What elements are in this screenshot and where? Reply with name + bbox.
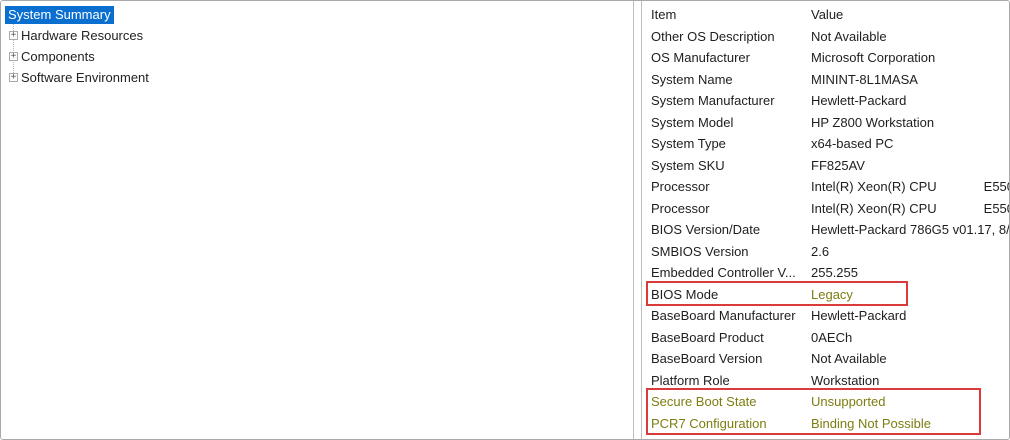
table-row-system-type[interactable]: System Type x64-based PC [642, 133, 1009, 155]
column-header-value: Value [811, 7, 844, 23]
tree-item-system-summary[interactable]: System Summary [1, 4, 633, 25]
table-row-baseboard-manufacturer[interactable]: BaseBoard Manufacturer Hewlett-Packard [642, 305, 1009, 327]
item-cell: PCR7 Configuration [651, 415, 767, 431]
value-cell: Unsupported [811, 394, 886, 410]
item-cell: Embedded Controller V... [651, 265, 796, 281]
tree-item-components[interactable]: + Components [1, 46, 633, 67]
value-cell: HP Z800 Workstation [811, 114, 935, 130]
value-cell: Legacy [811, 286, 853, 302]
item-cell: System Manufacturer [651, 93, 775, 109]
item-cell: BaseBoard Product [651, 329, 764, 345]
item-cell: BaseBoard Manufacturer [651, 308, 796, 324]
plus-glyph: + [10, 30, 17, 40]
tree-item-label: Software Environment [21, 70, 149, 85]
expand-plus-icon[interactable]: + [9, 31, 18, 40]
table-row-system-model[interactable]: System Model HP Z800 Workstation [642, 112, 1009, 134]
column-header-item: Item [651, 7, 677, 23]
table-row-bios-version-date[interactable]: BIOS Version/Date Hewlett-Packard 786G5 … [642, 219, 1009, 241]
table-row-baseboard-product[interactable]: BaseBoard Product 0AECh [642, 327, 1009, 349]
table-row-baseboard-version[interactable]: BaseBoard Version Not Available [642, 348, 1009, 370]
tree-connector-line [13, 17, 14, 79]
item-cell: Processor [651, 179, 710, 195]
value-cell: x64-based PC [811, 136, 894, 152]
table-row-smbios-version[interactable]: SMBIOS Version 2.6 [642, 241, 1009, 263]
item-cell: OS Manufacturer [651, 50, 750, 66]
value-cell: Intel(R) Xeon(R) CPU E5506 [811, 200, 1009, 216]
table-row-system-name[interactable]: System Name MININT-8L1MASA [642, 69, 1009, 91]
item-cell: Platform Role [651, 372, 730, 388]
value-cell: 0AECh [811, 329, 853, 345]
table-row-system-sku[interactable]: System SKU FF825AV [642, 155, 1009, 177]
category-tree-pane: System Summary + Hardware Resources + Co… [1, 1, 634, 439]
table-row-processor-1[interactable]: Processor Intel(R) Xeon(R) CPU E5506 [642, 176, 1009, 198]
tree-item-hardware-resources[interactable]: + Hardware Resources [1, 25, 633, 46]
value-cell: Intel(R) Xeon(R) CPU E5506 [811, 179, 1009, 195]
value-cell: 255.255 [811, 265, 858, 281]
item-cell: BIOS Version/Date [651, 222, 761, 238]
value-cell: Workstation [811, 372, 880, 388]
value-cell: MININT-8L1MASA [811, 71, 918, 87]
item-cell: System Name [651, 71, 733, 87]
item-cell: SMBIOS Version [651, 243, 749, 259]
tree-item-label: Hardware Resources [21, 28, 144, 43]
value-cell: Hewlett-Packard [811, 308, 907, 324]
plus-glyph: + [10, 72, 17, 82]
value-cell: FF825AV [811, 157, 865, 173]
table-row-processor-2[interactable]: Processor Intel(R) Xeon(R) CPU E5506 [642, 198, 1009, 220]
expand-plus-icon[interactable]: + [9, 73, 18, 82]
table-header-row: Item Value [642, 4, 1009, 26]
value-cell: Microsoft Corporation [811, 50, 936, 66]
details-pane: Item Value Other OS Description Not Avai… [641, 1, 1009, 439]
pane-splitter[interactable] [634, 1, 641, 439]
item-cell: BIOS Mode [651, 286, 719, 302]
table-row-secure-boot-state[interactable]: Secure Boot State Unsupported [642, 391, 1009, 413]
item-cell: Processor [651, 200, 710, 216]
table-row-other-os-description[interactable]: Other OS Description Not Available [642, 26, 1009, 48]
value-cell: Hewlett-Packard [811, 93, 907, 109]
table-row-platform-role[interactable]: Platform Role Workstation [642, 370, 1009, 392]
tree-item-software-environment[interactable]: + Software Environment [1, 67, 633, 88]
item-cell: System SKU [651, 157, 725, 173]
tree-item-label: System Summary [5, 5, 114, 24]
expand-plus-icon[interactable]: + [9, 52, 18, 61]
tree-item-label: Components [21, 49, 95, 64]
item-cell: Secure Boot State [651, 394, 757, 410]
item-cell: System Model [651, 114, 734, 130]
table-row-pcr7-configuration[interactable]: PCR7 Configuration Binding Not Possible [642, 413, 1009, 435]
table-row-os-manufacturer[interactable]: OS Manufacturer Microsoft Corporation [642, 47, 1009, 69]
category-tree: System Summary + Hardware Resources + Co… [1, 1, 633, 88]
item-cell: System Type [651, 136, 726, 152]
table-row-system-manufacturer[interactable]: System Manufacturer Hewlett-Packard [642, 90, 1009, 112]
value-cell: Hewlett-Packard 786G5 v01.17, 8/ [811, 222, 1009, 238]
plus-glyph: + [10, 51, 17, 61]
value-cell: 2.6 [811, 243, 830, 259]
table-row-embedded-controller-version[interactable]: Embedded Controller V... 255.255 [642, 262, 1009, 284]
table-row-bios-mode[interactable]: BIOS Mode Legacy [642, 284, 1009, 306]
value-cell: Binding Not Possible [811, 415, 931, 431]
item-cell: Other OS Description [651, 28, 775, 44]
item-cell: BaseBoard Version [651, 351, 763, 367]
value-cell: Not Available [811, 351, 887, 367]
value-cell: Not Available [811, 28, 887, 44]
